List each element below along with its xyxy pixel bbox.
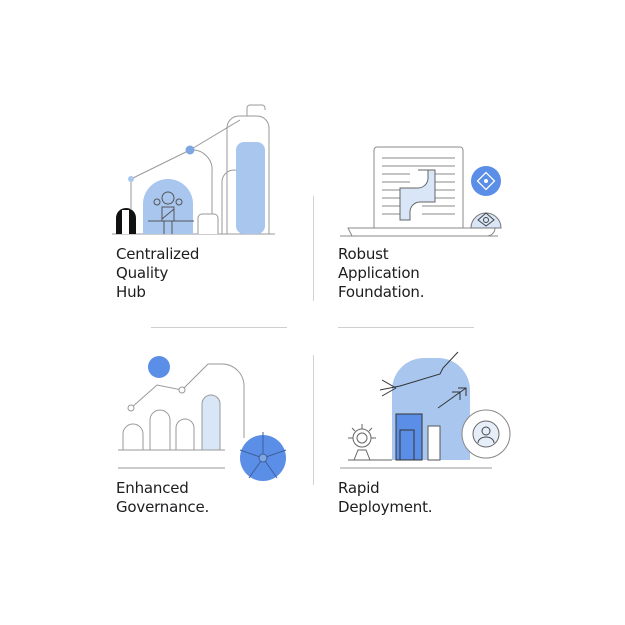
feature-title: Enhanced Governance. — [116, 479, 209, 517]
governance-chart-icon — [118, 356, 287, 481]
chart-growth-icon — [112, 104, 275, 235]
horizontal-divider-left — [151, 327, 287, 328]
feature-title-line2: Governance. — [116, 498, 210, 516]
app-window-icon — [340, 146, 502, 237]
vertical-divider-top — [313, 196, 314, 301]
feature-title-line1: Enhanced — [116, 479, 189, 497]
feature-title-line2: Foundation. — [338, 283, 425, 301]
feature-title-line1: Centralized — [116, 245, 200, 263]
feature-title: Robust Application Foundation. — [338, 245, 425, 302]
feature-title-line2: Deployment. — [338, 498, 433, 516]
horizontal-divider-right — [338, 327, 474, 328]
feature-title: Rapid Deployment. — [338, 479, 433, 517]
deployment-icon — [340, 351, 511, 469]
feature-title-line2: Quality Hub — [116, 264, 169, 301]
feature-title-line1: Robust Application — [338, 245, 420, 282]
vertical-divider-bottom — [313, 355, 314, 485]
feature-title-line1: Rapid — [338, 479, 380, 497]
feature-title: Centralized Quality Hub — [116, 245, 199, 302]
